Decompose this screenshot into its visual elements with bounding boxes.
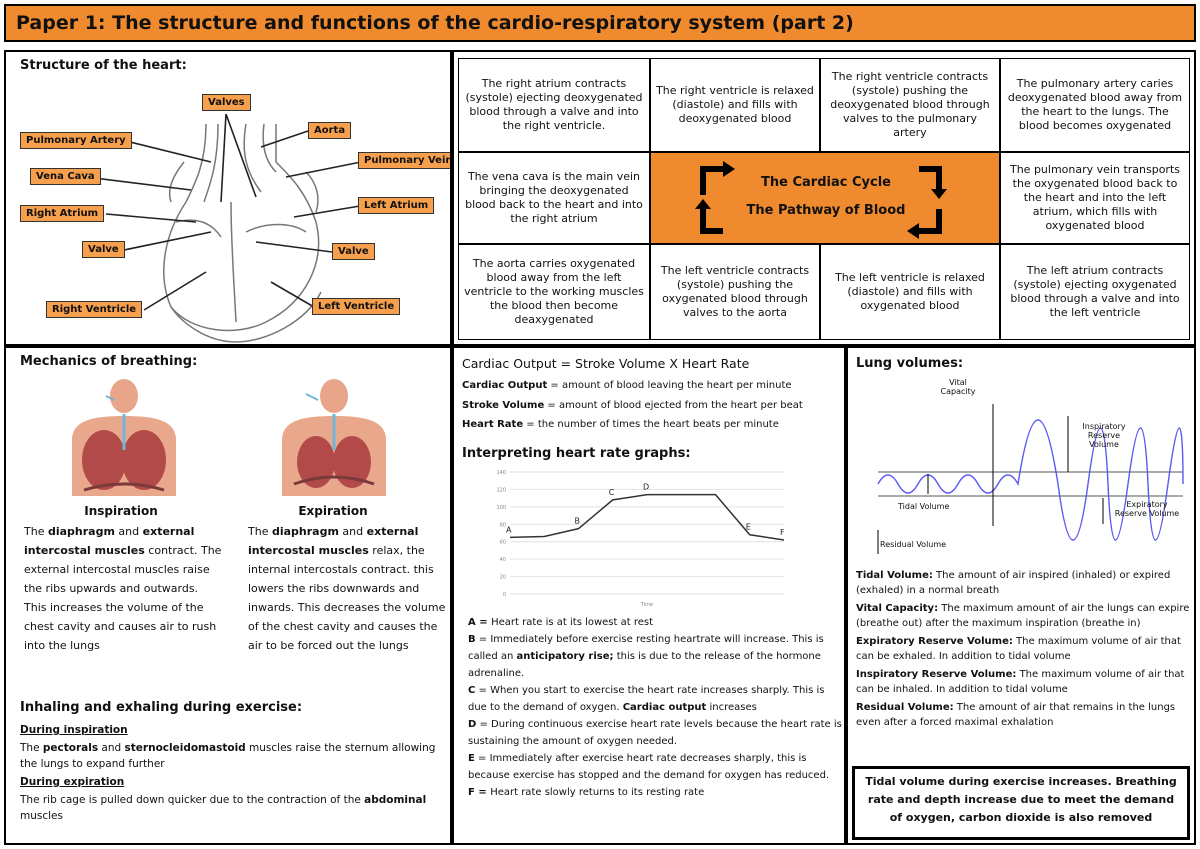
cycle-cell: The vena cava is the main vein bringing … (458, 152, 650, 244)
chart-y-tick-label: 140 (496, 470, 506, 476)
cycle-cell: The right ventricle is relaxed (diastole… (650, 58, 820, 152)
chart-point-label: E (746, 523, 751, 532)
heart-diagram (85, 113, 362, 343)
lung-volume-graph (877, 404, 1184, 554)
cycle-center-title: The Cardiac Cycle (761, 175, 891, 190)
cycle-cell: The pulmonary vein transports the oxygen… (1000, 152, 1190, 244)
chart-y-tick-label: 60 (500, 540, 506, 546)
cycle-cell: The right ventricle contracts (systole) … (820, 58, 1000, 152)
heart-section: Structure of the heart: (4, 50, 452, 346)
chart-y-tick-label: 120 (496, 487, 506, 493)
chart-x-axis-label: Time (640, 602, 653, 608)
chart-point-label: C (609, 488, 615, 497)
expiration-text: The diaphragm and external intercostal m… (248, 525, 446, 652)
heart-label-valve-left: Valve (82, 241, 125, 258)
cycle-cell: The left ventricle contracts (systole) p… (650, 244, 820, 340)
exercise-breathing-heading: Inhaling and exhaling during exercise: (20, 700, 303, 715)
heart-label-pulmonary-vein: Pulmonary Vein (358, 152, 450, 169)
heart-label-left-atrium: Left Atrium (358, 197, 435, 214)
cycle-cell: The right atrium contracts (systole) eje… (458, 58, 650, 152)
expiration-title: Expiration (298, 504, 368, 518)
cardiac-cycle-section: The right atrium contracts (systole) eje… (452, 50, 1196, 346)
cycle-center-subtitle: The Pathway of Blood (746, 203, 906, 218)
cardiac-output-equation: Cardiac Output = Stroke Volume X Heart R… (462, 356, 750, 371)
heart-label-pulmonary-artery: Pulmonary Artery (20, 132, 132, 149)
cycle-cell: The left atrium contracts (systole) ejec… (1000, 244, 1190, 340)
heart-rate-line (509, 493, 785, 541)
exercise-breathing-text: During inspiration The pectorals and ste… (20, 724, 436, 822)
chart-y-tick-label: 100 (496, 505, 506, 511)
chart-y-tick-label: 0 (503, 592, 506, 598)
heart-label-right-ventricle: Right Ventricle (46, 301, 143, 318)
cycle-arrows-icon (695, 161, 947, 239)
expiration-lungs-image (282, 379, 386, 496)
heart-label-aorta: Aorta (308, 122, 352, 139)
lung-graph-tidal-label: Tidal Volume (898, 502, 950, 511)
cycle-cell: The aorta carries oxygenated blood away … (458, 244, 650, 340)
inspiration-title: Inspiration (84, 504, 158, 518)
cardiac-output-definitions: Cardiac Output = amount of blood leaving… (462, 380, 803, 430)
lung-heading: Lung volumes: (856, 356, 964, 371)
lung-graph-residual-label: Residual Volume (880, 540, 947, 549)
chart-y-tick-label: 40 (500, 557, 506, 563)
heart-rate-explanations: A = Heart rate is at its lowest at rest … (468, 617, 842, 798)
cycle-cell: The pulmonary artery caries deoxygenated… (1000, 58, 1190, 152)
heart-label-vena-cava: Vena Cava (30, 168, 101, 185)
cardiac-cycle-center: The Cardiac Cycle The Pathway of Blood (650, 152, 1000, 244)
cardiac-output-section: Cardiac Output = Stroke Volume X Heart R… (452, 346, 846, 845)
chart-y-tick-label: 80 (500, 522, 506, 528)
breathing-section: Mechanics of breathing: Inspiration The … (4, 346, 452, 845)
inspiration-text: The diaphragm and external intercostal m… (24, 525, 222, 652)
heart-heading: Structure of the heart: (20, 58, 187, 73)
heart-label-left-ventricle: Left Ventricle (312, 298, 401, 315)
lung-definitions: Tidal Volume: The amount of air inspired… (856, 570, 1190, 728)
chart-y-tick-label: 20 (500, 575, 506, 581)
heart-label-valve-right: Valve (332, 243, 375, 260)
page-title: Paper 1: The structure and functions of … (4, 4, 1196, 42)
lung-summary-box: Tidal volume during exercise increases. … (852, 766, 1190, 840)
cycle-cell: The left ventricle is relaxed (diastole)… (820, 244, 1000, 340)
heart-label-valves: Valves (202, 94, 251, 111)
breathing-heading: Mechanics of breathing: (20, 354, 198, 369)
chart-point-label: F (780, 528, 785, 537)
graph-heading: Interpreting heart rate graphs: (462, 446, 691, 461)
chart-point-label: B (575, 517, 581, 526)
chart-point-label: D (643, 483, 649, 492)
chart-point-label: A (506, 525, 512, 534)
inspiration-lungs-image (72, 379, 176, 496)
heart-label-right-atrium: Right Atrium (20, 205, 105, 222)
